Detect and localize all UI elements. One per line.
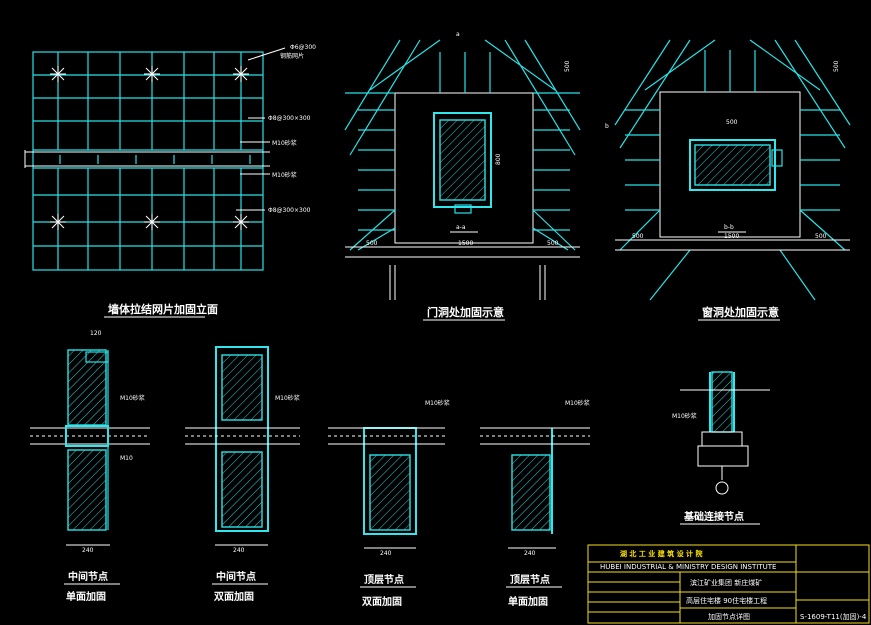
svg-text:M10砂浆: M10砂浆 bbox=[672, 412, 697, 420]
window-opening-view: 500 1500 500 500 500 b b-b 窗洞处加固示意 bbox=[605, 39, 851, 321]
window-dim-width: 500 bbox=[726, 119, 738, 126]
door-dim-right: 500 bbox=[547, 240, 559, 247]
title-block: 湖 北 工 业 建 筑 设 计 院 HUBEI INDUSTRIAL & MIN… bbox=[587, 544, 870, 624]
elevation-title: 墙体拉结网片加固立面 bbox=[108, 302, 218, 316]
node-1-view: 240 120 M10砂浆 M10 中间节点 单面加固 bbox=[30, 330, 150, 603]
node3-subtitle: 双面加固 bbox=[362, 595, 402, 608]
door-dim-left: 500 bbox=[366, 240, 378, 247]
node3-dim: 240 bbox=[380, 550, 392, 557]
node2-subtitle: 双面加固 bbox=[214, 590, 254, 603]
node2-dim: 240 bbox=[233, 547, 245, 554]
node3-title: 顶层节点 bbox=[364, 573, 404, 586]
svg-text:M10砂浆: M10砂浆 bbox=[120, 394, 145, 402]
svg-text:M10: M10 bbox=[120, 455, 133, 462]
door-dim-mid: 1500 bbox=[458, 240, 473, 247]
door-dim-top: 500 bbox=[564, 60, 571, 72]
door-label-a: a bbox=[456, 31, 460, 38]
node1-subtitle: 单面加固 bbox=[66, 590, 106, 603]
node2-title: 中间节点 bbox=[216, 570, 256, 583]
svg-text:M10砂浆: M10砂浆 bbox=[275, 394, 300, 402]
door-opening-view: 500 1500 500 500 800 a a-a 门洞处加固示意 bbox=[344, 31, 581, 321]
node4-title: 顶层节点 bbox=[510, 573, 550, 586]
svg-text:钢筋网片: 钢筋网片 bbox=[280, 52, 304, 60]
title-block-client: 滨江矿业集团 新庄煤矿 bbox=[690, 578, 762, 587]
foundation-view: M10砂浆 基础连接节点 bbox=[672, 371, 770, 525]
elevation-view: Φ6@300 钢筋网片 Φ8@300×300 M10砂浆 M10砂浆 Φ8@30… bbox=[24, 44, 316, 318]
window-section-label: b-b bbox=[724, 224, 734, 231]
svg-text:M10砂浆: M10砂浆 bbox=[272, 139, 297, 147]
svg-text:M10砂浆: M10砂浆 bbox=[565, 399, 590, 407]
title-block-drawing: 加固节点详图 bbox=[708, 612, 750, 621]
window-dim-right: 500 bbox=[815, 233, 827, 240]
node-2-view: 240 M10砂浆 中间节点 双面加固 bbox=[185, 346, 300, 603]
node1-dim-top: 120 bbox=[90, 330, 102, 337]
node4-subtitle: 单面加固 bbox=[508, 595, 548, 608]
svg-text:Φ8@300×300: Φ8@300×300 bbox=[268, 207, 311, 214]
window-title: 窗洞处加固示意 bbox=[702, 305, 779, 319]
title-block-institute: 湖 北 工 业 建 筑 设 计 院 bbox=[620, 549, 703, 558]
door-section-label: a-a bbox=[456, 224, 466, 231]
door-dim-height: 800 bbox=[495, 153, 502, 165]
foundation-title: 基础连接节点 bbox=[683, 510, 744, 523]
svg-text:M10砂浆: M10砂浆 bbox=[272, 171, 297, 179]
window-label-b: b bbox=[605, 123, 609, 130]
node4-dim: 240 bbox=[524, 550, 536, 557]
node-3-view: 240 M10砂浆 顶层节点 双面加固 bbox=[328, 399, 450, 608]
node1-dim: 240 bbox=[82, 547, 94, 554]
node-4-view: 240 M10砂浆 顶层节点 单面加固 bbox=[480, 399, 590, 608]
svg-text:M10砂浆: M10砂浆 bbox=[425, 399, 450, 407]
door-title: 门洞处加固示意 bbox=[427, 305, 504, 319]
node1-title: 中间节点 bbox=[68, 570, 108, 583]
title-block-drawing-no: S-1609-T11(加固)-4 bbox=[800, 612, 867, 621]
window-dim-top: 500 bbox=[833, 60, 840, 72]
svg-text:Φ6@300: Φ6@300 bbox=[290, 44, 316, 51]
title-block-institute-en: HUBEI INDUSTRIAL & MINISTRY DESIGN INSTI… bbox=[600, 563, 776, 571]
title-block-project: 高层住宅楼 90住宅楼工程 bbox=[686, 596, 767, 605]
window-dim-mid: 1500 bbox=[724, 233, 739, 240]
window-dim-left: 500 bbox=[632, 233, 644, 240]
svg-text:Φ8@300×300: Φ8@300×300 bbox=[268, 115, 311, 122]
